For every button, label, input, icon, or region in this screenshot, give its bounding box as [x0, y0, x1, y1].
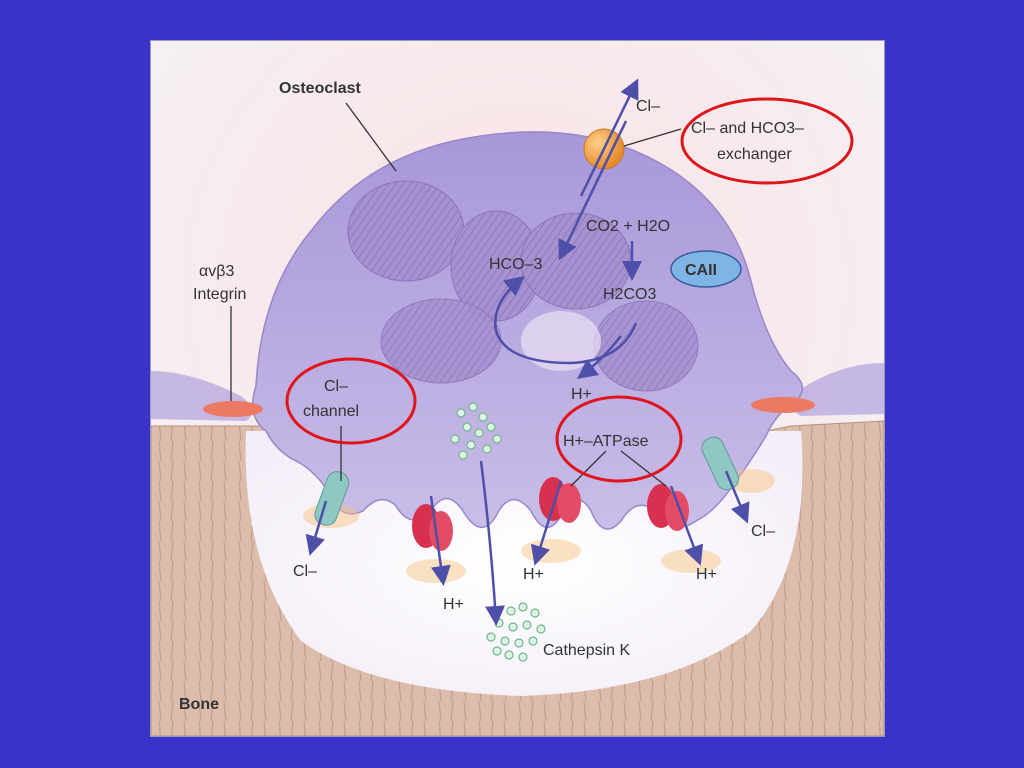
nucleus-4	[380, 298, 502, 384]
integrin-pad-right	[751, 397, 815, 413]
integrin-pad-left	[203, 401, 263, 417]
caii-badge	[670, 250, 742, 288]
chloride-right-label: Cl–	[751, 523, 775, 540]
bone-label: Bone	[179, 696, 219, 713]
highlight-circles	[285, 97, 854, 483]
proton-label-mid: H+	[571, 386, 592, 403]
cathepsin-granules-cell	[450, 402, 502, 460]
highlight-atpase	[555, 395, 683, 483]
exchanger-label-line2: exchanger	[717, 146, 792, 163]
cathepsin-label: Cathepsin K	[543, 642, 630, 659]
flow-arrows	[305, 78, 750, 626]
chloride-left-label: Cl–	[293, 563, 317, 580]
carbonic-acid-label: H2CO3	[603, 286, 656, 303]
exchanger-label-line1: Cl– and HCO3–	[691, 120, 804, 137]
atpase-label: H+–ATPase	[563, 433, 649, 450]
caii-label: CAII	[685, 262, 717, 279]
leader-lines	[230, 102, 682, 487]
osteoclast-label: Osteoclast	[279, 80, 361, 97]
integrin-label-line1: αvβ3	[199, 263, 234, 280]
chloride-channel-label-line2: channel	[303, 403, 359, 420]
highlight-exchanger	[680, 97, 854, 185]
neighbour-cell-right	[791, 363, 884, 416]
proton-label-3: H+	[696, 566, 717, 583]
nucleus-5	[593, 300, 699, 392]
nucleus-1	[347, 180, 465, 282]
proton-label-2: H+	[523, 566, 544, 583]
bicarbonate-label: HCO–3	[489, 256, 542, 273]
highlight-chloride-channel	[285, 357, 417, 445]
chloride-out-label: Cl–	[636, 98, 660, 115]
co2-h2o-label: CO2 + H2O	[586, 218, 670, 235]
diagram-panel: Osteoclast Cl– Cl– and HCO3– exchanger C…	[150, 40, 885, 737]
osteoclast-diagram: Osteoclast Cl– Cl– and HCO3– exchanger C…	[151, 41, 884, 736]
integrin-label-line2: Integrin	[193, 286, 246, 303]
clear-zone	[521, 311, 601, 371]
chloride-channel-label-line1: Cl–	[324, 378, 348, 395]
proton-label-1: H+	[443, 596, 464, 613]
